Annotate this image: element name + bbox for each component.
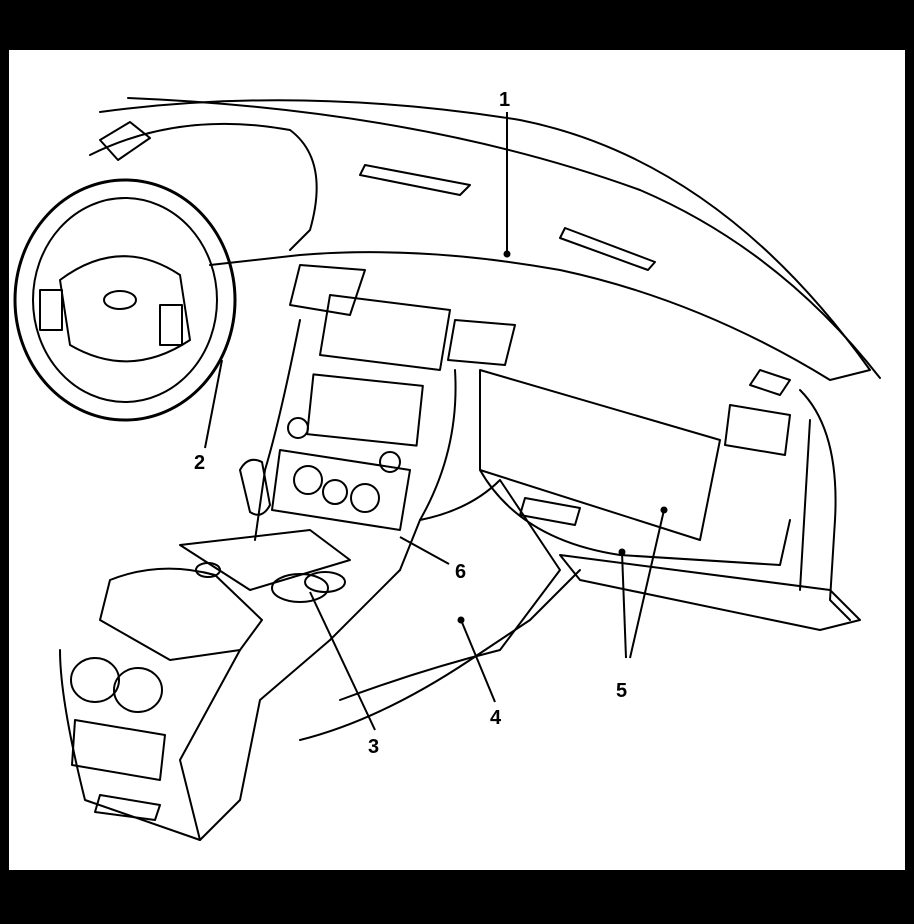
callout-3: 3	[368, 736, 379, 758]
cup-holder-front	[271, 573, 329, 603]
left-corner-vent	[99, 121, 151, 161]
steering-right-controls	[159, 304, 183, 346]
right-side-vent	[724, 404, 791, 456]
console-side-panel	[339, 479, 561, 701]
windshield-defrost-vent-right	[559, 227, 656, 271]
leader-dot-5b	[660, 506, 668, 514]
steering-wheel-hub	[59, 255, 191, 363]
rear-console-base	[94, 794, 161, 821]
console-right-side	[179, 649, 241, 841]
steering-badge	[103, 290, 137, 310]
leader-line-3	[309, 591, 376, 731]
cup-holder-inner	[304, 571, 346, 593]
leader-line-5a	[621, 551, 627, 659]
passenger-dash-face	[479, 369, 721, 541]
rear-vent-left	[70, 657, 120, 703]
dashboard-upper-line	[127, 97, 881, 379]
steering-wheel-inner-rim	[32, 197, 218, 403]
dashboard-top-outline	[99, 99, 871, 381]
glovebox-handle	[519, 497, 581, 526]
gear-selector	[239, 458, 271, 516]
callout-2: 2	[194, 452, 205, 474]
climate-center-dial	[322, 479, 348, 505]
leader-line-4	[460, 619, 496, 703]
climate-left-dial	[293, 465, 323, 495]
rear-storage-pocket	[71, 719, 166, 781]
callout-1: 1	[499, 89, 510, 111]
center-upper-vent-right	[447, 319, 516, 366]
leader-line-6	[399, 536, 450, 565]
leader-dot-5a	[618, 548, 626, 556]
console-body	[59, 569, 401, 841]
center-stack-outline	[254, 319, 457, 571]
audio-head-unit	[306, 373, 424, 447]
leader-line-5b	[629, 509, 665, 659]
rear-vent-right	[113, 667, 163, 713]
center-upper-vent-left	[289, 264, 366, 316]
leader-line-2	[204, 359, 223, 449]
audio-left-knob	[287, 417, 309, 439]
console-knob	[195, 562, 221, 578]
climate-panel	[271, 449, 411, 531]
steering-wheel-rim	[13, 178, 237, 422]
passenger-lower-trim	[559, 554, 861, 631]
windshield-defrost-vent	[359, 164, 471, 196]
lower-floor-line	[299, 569, 581, 741]
cluster-hood	[89, 122, 318, 251]
callout-6: 6	[455, 561, 466, 583]
console-tray	[179, 529, 351, 591]
glovebox	[479, 469, 791, 566]
callout-4: 4	[490, 707, 502, 729]
center-screen-housing	[319, 294, 451, 371]
leader-dot-1	[503, 250, 511, 258]
dash-end-cap	[799, 389, 851, 621]
right-corner-vent	[749, 369, 791, 396]
callout-5: 5	[616, 680, 627, 702]
audio-right-knob	[379, 451, 401, 473]
leader-dot-4	[457, 616, 465, 624]
steering-left-controls	[39, 289, 63, 331]
climate-right-dial	[350, 483, 380, 513]
